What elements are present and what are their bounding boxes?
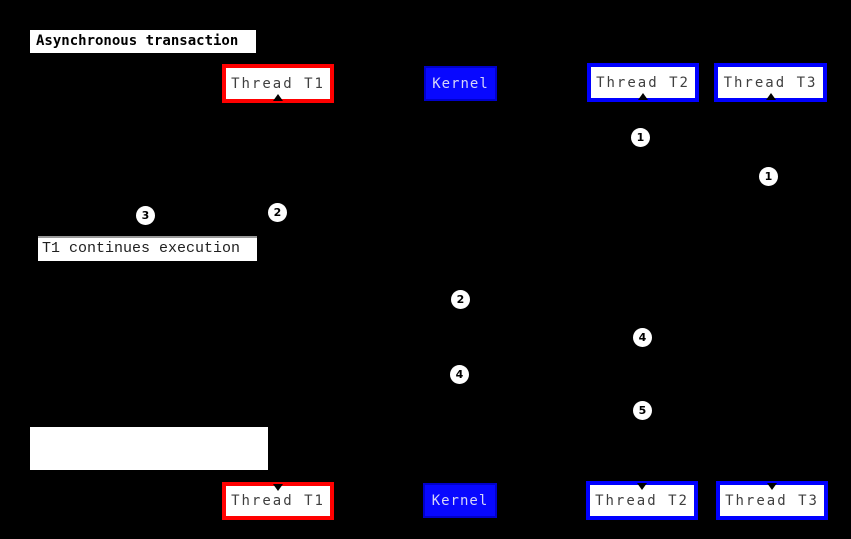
step-marker-2-thread-t1: 2 — [268, 203, 287, 222]
actor-thread-t3-top: Thread T3 — [714, 63, 827, 102]
actor-label: Thread T2 — [596, 74, 690, 91]
actor-kernel-top: Kernel — [424, 66, 497, 101]
actor-thread-t1-bottom: Thread T1 — [222, 482, 334, 520]
actor-label: Thread T1 — [231, 75, 325, 92]
actor-label: Thread T2 — [595, 492, 689, 509]
actor-thread-t1-top: Thread T1 — [222, 64, 334, 103]
step-marker-1-thread-t3: 1 — [759, 167, 778, 186]
step-marker-2-kernel: 2 — [451, 290, 470, 309]
actor-thread-t2-bottom: Thread T2 — [586, 481, 698, 520]
actor-thread-t2-top: Thread T2 — [587, 63, 699, 102]
blank-note-box — [30, 427, 268, 470]
actor-label: Thread T1 — [231, 493, 325, 509]
actor-label: Thread T3 — [725, 492, 819, 509]
diagram-title: Asynchronous transaction — [30, 30, 256, 53]
note-t1-continues-execution: T1 continues execution — [38, 236, 257, 261]
actor-thread-t3-bottom: Thread T3 — [716, 481, 828, 520]
actor-label: Kernel — [432, 75, 489, 92]
actor-label: Kernel — [431, 492, 489, 509]
step-marker-1-thread-t2: 1 — [631, 128, 650, 147]
step-marker-5-thread-t2: 5 — [633, 401, 652, 420]
step-marker-3: 3 — [136, 206, 155, 225]
actor-kernel-bottom: Kernel — [423, 483, 497, 518]
step-marker-4-thread-t2: 4 — [633, 328, 652, 347]
step-marker-4-kernel: 4 — [450, 365, 469, 384]
actor-label: Thread T3 — [723, 74, 818, 91]
